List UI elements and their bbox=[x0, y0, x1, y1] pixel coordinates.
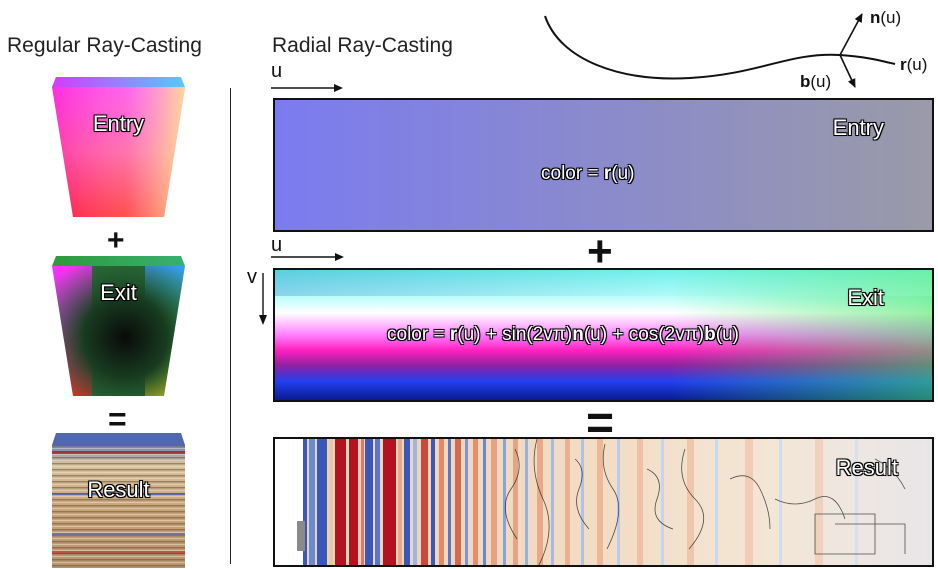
entry-cube: Entry bbox=[52, 77, 185, 217]
column-divider bbox=[230, 88, 231, 564]
exit-cube-label: Exit bbox=[100, 280, 137, 305]
exit-panel-label: Exit bbox=[847, 285, 884, 310]
entry-cube-label: Entry bbox=[92, 111, 145, 136]
result-cube-label: Result bbox=[87, 477, 150, 502]
axis-u-top-label: u bbox=[271, 60, 283, 82]
right-plus-sign: + bbox=[587, 227, 613, 276]
label-n-of-u: n(u) bbox=[870, 8, 902, 27]
result-panel-label: Result bbox=[835, 455, 898, 480]
curve-diagram bbox=[544, 13, 896, 88]
label-r-of-u: r(u) bbox=[900, 55, 928, 74]
exit-formula: color = r(u) + sin(2vπ)n(u) + cos(2vπ)b(… bbox=[387, 324, 739, 345]
binormal-vector-b bbox=[839, 54, 856, 88]
normal-vector-n bbox=[839, 13, 863, 56]
entry-formula: color = r(u) bbox=[541, 163, 635, 184]
label-b-of-u: b(u) bbox=[800, 72, 832, 91]
axis-u-top-arrow bbox=[271, 84, 343, 92]
left-equals-sign: = bbox=[108, 401, 127, 437]
exit-cube: Exit bbox=[52, 256, 185, 396]
axis-v-label: v bbox=[247, 266, 257, 288]
entry-panel: Entry color = r(u) bbox=[273, 98, 934, 232]
heading-radial-ray-casting: Radial Ray-Casting bbox=[272, 34, 453, 57]
heading-regular-ray-casting: Regular Ray-Casting bbox=[7, 34, 202, 57]
result-cube: Result bbox=[52, 433, 185, 568]
entry-panel-label: Entry bbox=[832, 115, 884, 140]
curve-r bbox=[544, 15, 896, 80]
result-panel: Result bbox=[273, 437, 934, 567]
left-plus-sign: + bbox=[107, 224, 125, 257]
result-texture bbox=[297, 439, 932, 565]
exit-panel: Exit color = r(u) + sin(2vπ)n(u) + cos(2… bbox=[273, 268, 934, 402]
axis-uv-arrows bbox=[259, 253, 344, 325]
axis-u-mid-label: u bbox=[271, 234, 283, 256]
